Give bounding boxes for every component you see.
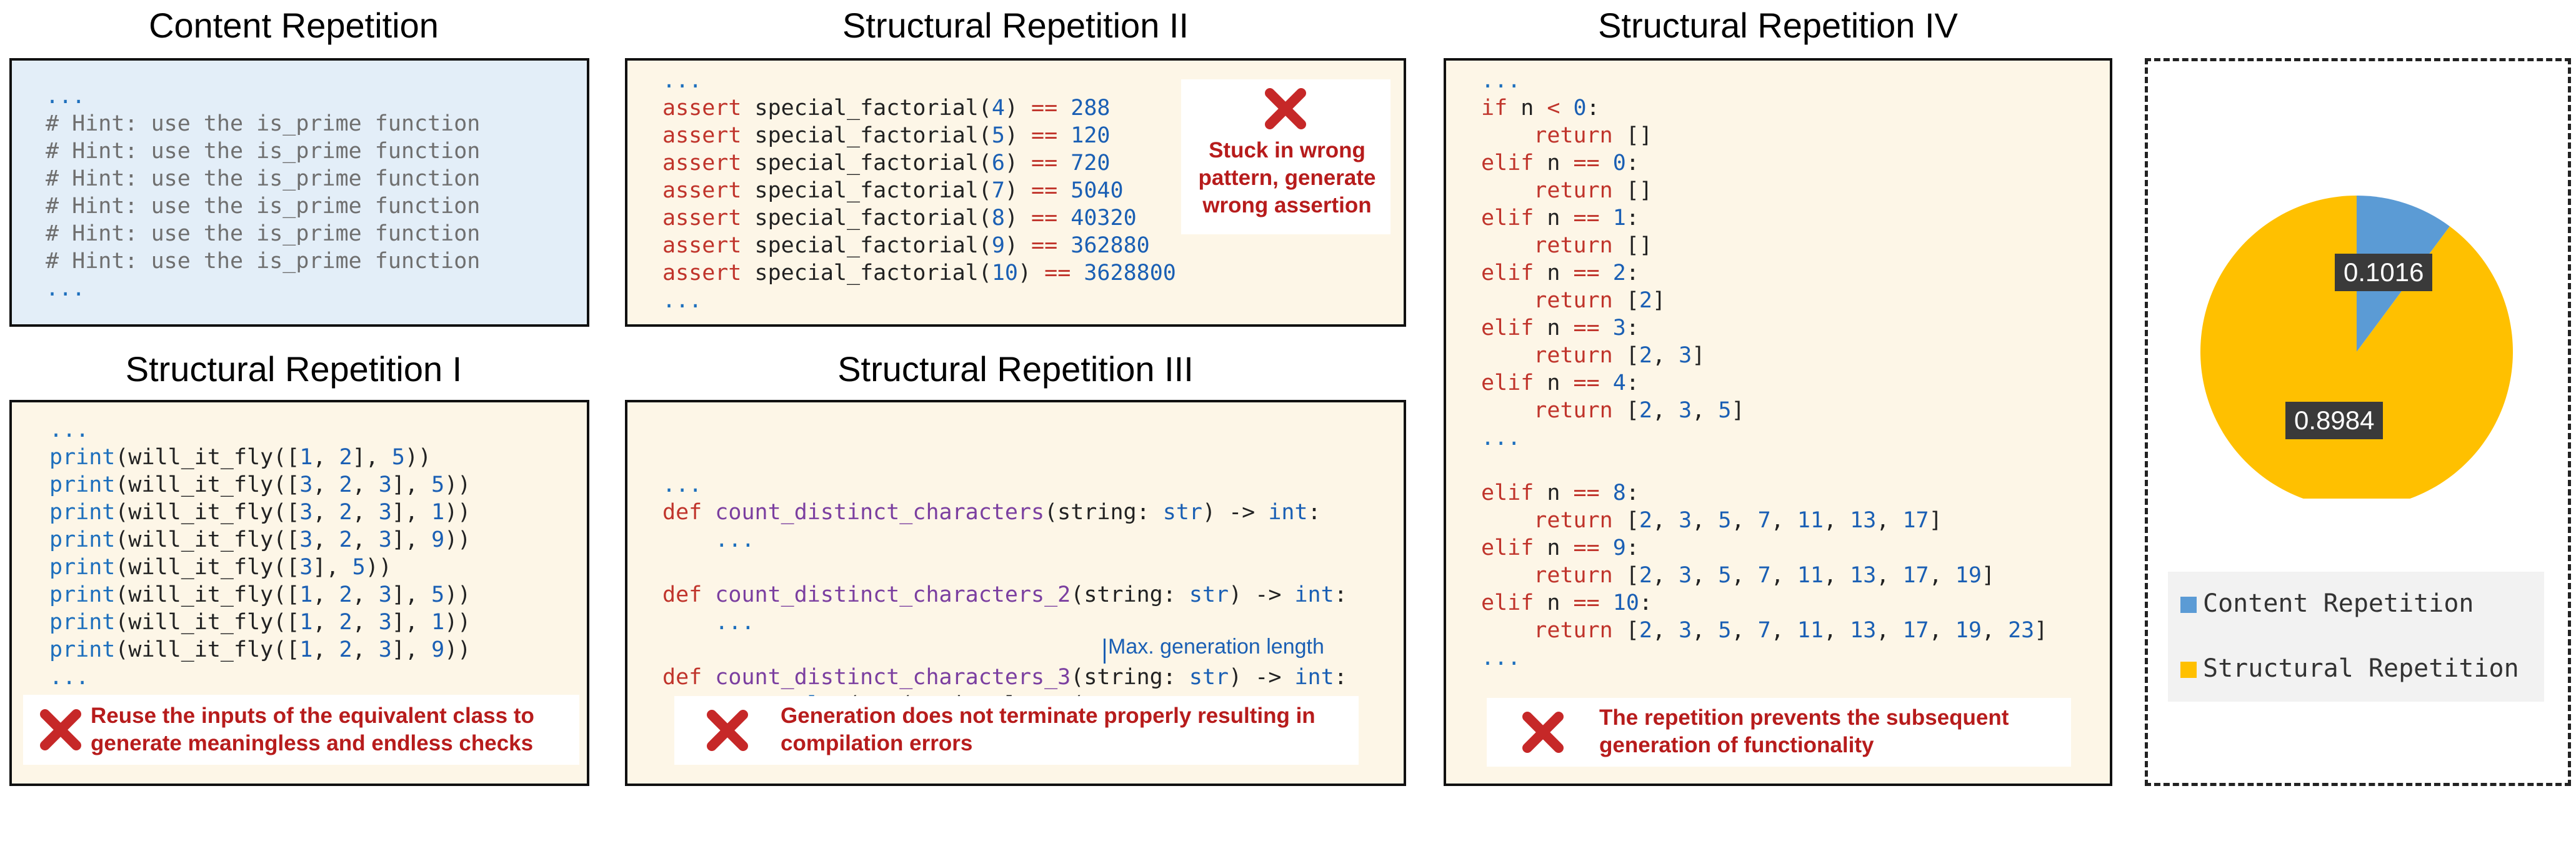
s2-note-text: Stuck in wrong pattern, generate wrong a…	[1198, 138, 1376, 217]
code-line: # Hint: use the is_prime function	[46, 139, 481, 164]
code-line: ...	[662, 527, 755, 552]
code-line: assert special_factorial(10) == 3628800	[662, 261, 1176, 286]
pie-slice-structural-repetition	[2200, 196, 2513, 499]
code-line: def count_distinct_characters_3(string: …	[662, 665, 1347, 690]
title-structural-repetition-3: Structural Repetition III	[837, 349, 1194, 389]
code-line: elif n == 1:	[1481, 206, 1639, 231]
code-line: return []	[1534, 233, 1652, 258]
code-line: ...	[662, 472, 702, 497]
code-line: assert special_factorial(7) == 5040	[662, 178, 1124, 203]
structural-repetition-4-code: ...if n < 0: return []elif n == 0: retur…	[1481, 67, 2047, 672]
code-line: return [2, 3, 5, 7, 11, 13, 17, 19, 23]	[1534, 618, 2048, 643]
legend-swatch-structural	[2180, 662, 2197, 678]
s1-error-note: Reuse the inputs of the equivalent class…	[23, 695, 579, 765]
code-line: print(will_it_fly([3, 2, 3], 5))	[49, 472, 471, 497]
code-line: print(will_it_fly([1, 2, 3], 1))	[49, 610, 471, 635]
code-line: print(will_it_fly([3], 5))	[49, 555, 392, 580]
code-line: ...	[1481, 645, 1521, 670]
max-generation-length-label: Max. generation length	[1108, 635, 1324, 659]
pie-chart-panel: 0.1016 0.8984 Content Repetition Structu…	[2145, 58, 2571, 786]
code-line: elif n == 9:	[1481, 535, 1639, 560]
code-line: return [2, 3, 5]	[1534, 398, 1745, 423]
content-repetition-panel: ...# Hint: use the is_prime function# Hi…	[9, 58, 589, 327]
code-line: ...	[46, 276, 86, 301]
code-line: return [2]	[1534, 288, 1666, 313]
code-line: if n < 0:	[1481, 96, 1600, 121]
code-line: return []	[1534, 178, 1652, 203]
s4-error-note: The repetition prevents the subsequent g…	[1487, 698, 2071, 767]
max-generation-length-marker: Max. generation length	[1102, 635, 1324, 664]
red-x-icon	[40, 709, 81, 750]
legend-item-content: Content Repetition	[2180, 589, 2474, 618]
code-line: # Hint: use the is_prime function	[46, 221, 481, 246]
structural-repetition-4-panel: ...if n < 0: return []elif n == 0: retur…	[1444, 58, 2112, 786]
code-line: elif n == 2:	[1481, 261, 1639, 286]
code-line: elif n == 4:	[1481, 371, 1639, 396]
pie-label-content: 0.1016	[2335, 254, 2433, 291]
code-line: print(will_it_fly([3, 2, 3], 1))	[49, 500, 471, 525]
title-content-repetition: Content Repetition	[149, 6, 439, 45]
code-line: elif n == 10:	[1481, 590, 1652, 615]
legend-label-structural: Structural Repetition	[2203, 654, 2519, 683]
code-line: ...	[46, 84, 86, 109]
structural-repetition-1-panel: ...print(will_it_fly([1, 2], 5))print(wi…	[9, 400, 589, 786]
structural-repetition-1-code: ...print(will_it_fly([1, 2], 5))print(wi…	[49, 416, 471, 691]
code-line: def count_distinct_characters_2(string: …	[662, 582, 1347, 607]
s3-note-text: Generation does not terminate properly r…	[781, 704, 1315, 755]
code-line: return [2, 3]	[1534, 343, 1705, 368]
code-line: # Hint: use the is_prime function	[46, 166, 481, 191]
code-line: print(will_it_fly([3, 2, 3], 9))	[49, 527, 471, 552]
red-x-icon	[1522, 712, 1564, 753]
code-line: ...	[1481, 425, 1521, 450]
title-structural-repetition-4: Structural Repetition IV	[1598, 6, 1958, 45]
pie-legend: Content Repetition Structural Repetition	[2168, 572, 2544, 702]
s4-note-text: The repetition prevents the subsequent g…	[1599, 705, 2009, 757]
red-x-icon	[707, 710, 748, 751]
code-line: assert special_factorial(6) == 720	[662, 151, 1111, 176]
red-x-icon	[1265, 88, 1306, 129]
s2-error-note: Stuck in wrong pattern, generate wrong a…	[1181, 79, 1390, 234]
code-line	[662, 554, 1347, 581]
code-line: ...	[1481, 68, 1521, 93]
code-line: ...	[49, 417, 89, 442]
legend-label-content: Content Repetition	[2203, 589, 2474, 618]
s1-note-text: Reuse the inputs of the equivalent class…	[91, 704, 534, 755]
code-line: elif n == 3:	[1481, 316, 1639, 341]
code-line: assert special_factorial(8) == 40320	[662, 206, 1137, 231]
code-line: ...	[49, 665, 89, 690]
code-line: assert special_factorial(5) == 120	[662, 123, 1111, 148]
code-line: return [2, 3, 5, 7, 11, 13, 17, 19]	[1534, 563, 1995, 588]
code-line: return [2, 3, 5, 7, 11, 13, 17]	[1534, 508, 1942, 533]
code-line: print(will_it_fly([1, 2, 3], 9))	[49, 637, 471, 662]
title-structural-repetition-1: Structural Repetition I	[125, 349, 462, 389]
code-line: assert special_factorial(9) == 362880	[662, 233, 1150, 258]
code-line: # Hint: use the is_prime function	[46, 111, 481, 136]
code-line: # Hint: use the is_prime function	[46, 249, 481, 274]
code-line: ...	[662, 68, 702, 93]
code-line: ...	[662, 610, 755, 635]
legend-swatch-content	[2180, 597, 2197, 613]
max-length-cursor	[1104, 638, 1106, 664]
code-line: print(will_it_fly([1, 2, 3], 5))	[49, 582, 471, 607]
legend-item-structural: Structural Repetition	[2180, 654, 2519, 683]
code-line: assert special_factorial(4) == 288	[662, 96, 1111, 121]
content-repetition-code: ...# Hint: use the is_prime function# Hi…	[46, 82, 480, 302]
s3-code-lines: ...def count_distinct_characters(string:…	[662, 471, 1347, 719]
code-line: # Hint: use the is_prime function	[46, 194, 481, 219]
s3-error-note: Generation does not terminate properly r…	[674, 696, 1359, 765]
structural-repetition-3-panel: ...def count_distinct_characters(string:…	[625, 400, 1406, 786]
code-line: elif n == 8:	[1481, 480, 1639, 505]
code-line: return []	[1534, 123, 1652, 148]
code-line: elif n == 0:	[1481, 151, 1639, 176]
title-structural-repetition-2: Structural Repetition II	[842, 6, 1189, 45]
pie-label-structural: 0.8984	[2285, 402, 2384, 439]
code-line	[1481, 452, 2047, 479]
code-line: def count_distinct_characters(string: st…	[662, 500, 1321, 525]
code-line: ...	[662, 288, 702, 313]
code-line: print(will_it_fly([1, 2], 5))	[49, 445, 432, 470]
